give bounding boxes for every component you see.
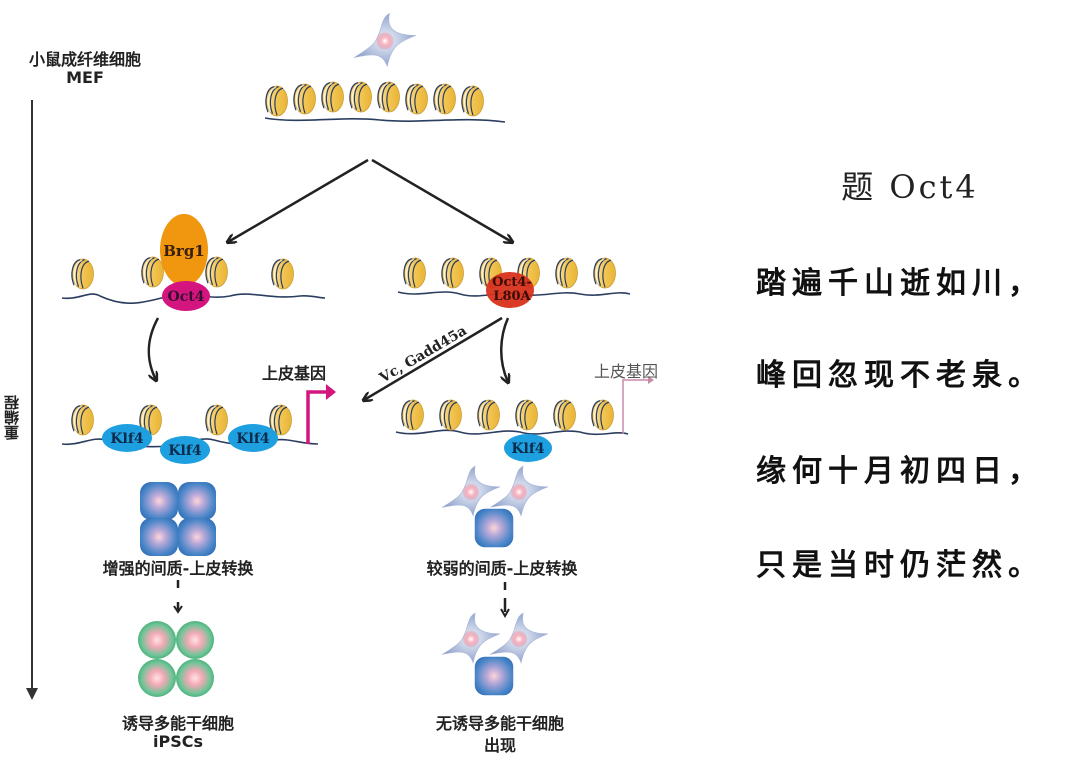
brg1-label: Brg1 — [163, 242, 205, 260]
no-ipsc-label: 无诱导多能干细胞 — [435, 714, 564, 733]
mef-cell-icon — [353, 12, 417, 67]
right-dashed-arrowhead — [500, 608, 510, 619]
klf4-protein: Klf4 — [228, 424, 278, 452]
enhanced-met-label: 增强的间质-上皮转换 — [102, 559, 254, 578]
branch-arrow-left — [228, 158, 369, 242]
epithelial-cell-cluster-icon — [140, 482, 216, 556]
brg1-protein — [160, 214, 208, 286]
svg-text:Klf4: Klf4 — [110, 431, 144, 447]
oct4-protein — [162, 281, 210, 311]
oct4-label: Oct4 — [168, 289, 205, 305]
svg-text:Klf4: Klf4 — [236, 431, 270, 447]
epithelial-gene-label-weak: 上皮基因 — [594, 362, 659, 381]
epithelial-gene-arrowhead-weak — [648, 376, 654, 384]
mixed-cell-group-icon — [441, 465, 549, 549]
poem-line: 只是当时仍茫然。 — [756, 548, 1044, 583]
start-cell-label: 小鼠成纤维细胞 — [28, 50, 141, 69]
reprogramming-axis-arrowhead — [26, 688, 38, 700]
svg-text:Klf4: Klf4 — [168, 443, 202, 459]
epithelial-gene-arrowhead-strong — [326, 384, 336, 400]
poem-line: 峰回忽现不老泉。 — [756, 358, 1044, 393]
non-ipsc-cell-group-icon — [441, 612, 549, 697]
klf4-protein: Klf4 — [504, 434, 552, 462]
top-chromatin — [264, 81, 506, 123]
poem-title: 题 Oct4 — [841, 168, 979, 206]
reprogramming-axis-line — [31, 100, 33, 690]
epithelial-gene-promoter-weak-icon — [622, 379, 650, 434]
oct4-l80a-label-line1: Oct4- — [492, 275, 532, 290]
oct4-l80a-protein — [486, 272, 534, 308]
oct4-l80a-label-line2: L80A — [493, 289, 531, 304]
weak-met-label: 较弱的间质-上皮转换 — [426, 559, 578, 578]
rescue-arrow — [364, 316, 503, 400]
klf4-protein: Klf4 — [160, 436, 210, 464]
klf4-protein: Klf4 — [102, 424, 152, 452]
left-dashed-arrowhead — [173, 605, 183, 614]
ipsc-label: 诱导多能干细胞 — [121, 714, 234, 733]
ipsc-sublabel: iPSCs — [153, 732, 203, 751]
ipsc-cluster-icon — [138, 621, 214, 697]
left-down-arrow-1 — [147, 317, 160, 380]
no-ipsc-sublabel: 出现 — [483, 736, 516, 755]
poem-line: 缘何十月初四日， — [756, 454, 1044, 489]
right-down-arrow-1 — [500, 317, 508, 382]
epithelial-gene-promoter-strong-icon — [306, 390, 328, 444]
reprogramming-diagram: Brg1 Oct4 Klf4 Klf4 Klf4 — [61, 12, 654, 697]
right-chromatin-row2 — [395, 399, 629, 436]
epithelial-gene-label-strong: 上皮基因 — [262, 364, 327, 383]
poem-line: 踏遍千山逝如川， — [756, 266, 1044, 301]
svg-text:Klf4: Klf4 — [511, 441, 545, 457]
rescue-factors-label: Vc, Gadd45a — [376, 323, 470, 387]
branch-arrow-right — [371, 158, 512, 242]
start-cell-sublabel: MEF — [66, 68, 104, 87]
